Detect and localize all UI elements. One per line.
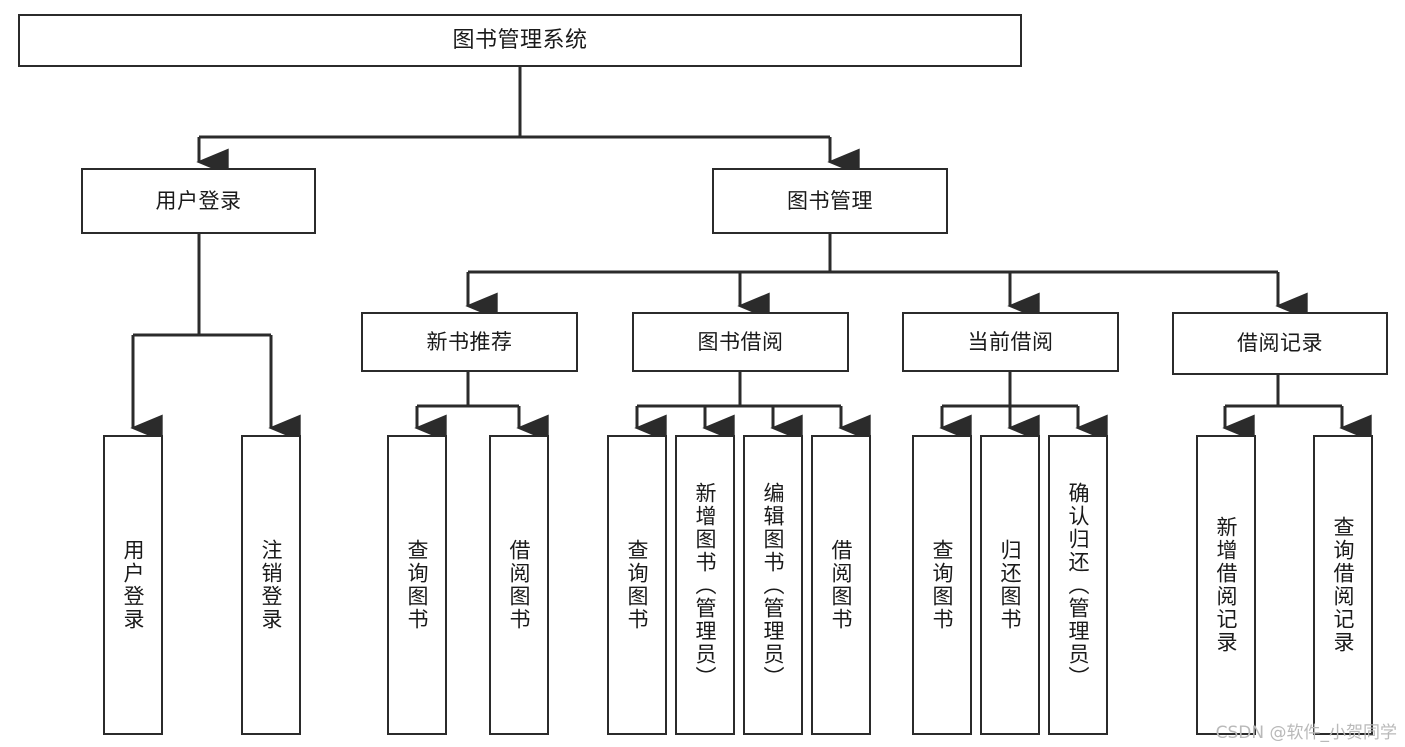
- node-book-borrow[interactable]: 图书借阅: [632, 312, 849, 372]
- node-current-borrow[interactable]: 当前借阅: [902, 312, 1119, 372]
- leaf-recommend-query-book[interactable]: 查询图书: [387, 435, 447, 735]
- node-user-login[interactable]: 用户登录: [81, 168, 316, 234]
- node-label: 查询图书: [625, 539, 650, 631]
- leaf-borrow-edit-book-admin[interactable]: 编辑图书（管理员）: [743, 435, 803, 735]
- node-label: 借阅图书: [507, 539, 532, 631]
- node-label: 借阅图书: [829, 539, 854, 631]
- leaf-record-query-record[interactable]: 查询借阅记录: [1313, 435, 1373, 735]
- leaf-recommend-borrow-book[interactable]: 借阅图书: [489, 435, 549, 735]
- node-label: 用户登录: [121, 539, 146, 631]
- node-borrow-record[interactable]: 借阅记录: [1172, 312, 1388, 375]
- leaf-record-add-record[interactable]: 新增借阅记录: [1196, 435, 1256, 735]
- leaf-user-login-logout[interactable]: 注销登录: [241, 435, 301, 735]
- node-new-book-recommend[interactable]: 新书推荐: [361, 312, 578, 372]
- leaf-current-return-book[interactable]: 归还图书: [980, 435, 1040, 735]
- node-label: 借阅记录: [1237, 331, 1323, 356]
- node-label: 新增图书（管理员）: [693, 481, 718, 689]
- node-label: 查询图书: [405, 539, 430, 631]
- node-label: 用户登录: [155, 188, 242, 213]
- leaf-current-query-book[interactable]: 查询图书: [912, 435, 972, 735]
- node-label: 确认归还（管理员）: [1066, 481, 1091, 689]
- leaf-user-login-login[interactable]: 用户登录: [103, 435, 163, 735]
- node-label: 当前借阅: [967, 329, 1054, 354]
- node-label: 查询借阅记录: [1331, 516, 1356, 654]
- node-root-system[interactable]: 图书管理系统: [18, 14, 1022, 67]
- node-label: 注销登录: [259, 539, 284, 631]
- leaf-borrow-add-book-admin[interactable]: 新增图书（管理员）: [675, 435, 735, 735]
- leaf-current-confirm-return-admin[interactable]: 确认归还（管理员）: [1048, 435, 1108, 735]
- node-label: 编辑图书（管理员）: [761, 481, 786, 689]
- node-label: 查询图书: [930, 539, 955, 631]
- node-label: 新书推荐: [426, 329, 513, 354]
- leaf-borrow-borrow-book[interactable]: 借阅图书: [811, 435, 871, 735]
- leaf-borrow-query-book[interactable]: 查询图书: [607, 435, 667, 735]
- node-label: 归还图书: [998, 539, 1023, 631]
- node-book-management[interactable]: 图书管理: [712, 168, 948, 234]
- node-label: 图书借阅: [697, 329, 784, 354]
- csdn-watermark: CSDN @软件_小贺同学: [1215, 723, 1397, 743]
- node-label: 图书管理: [787, 188, 873, 213]
- node-label: 图书管理系统: [452, 27, 588, 53]
- node-label: 新增借阅记录: [1214, 516, 1239, 654]
